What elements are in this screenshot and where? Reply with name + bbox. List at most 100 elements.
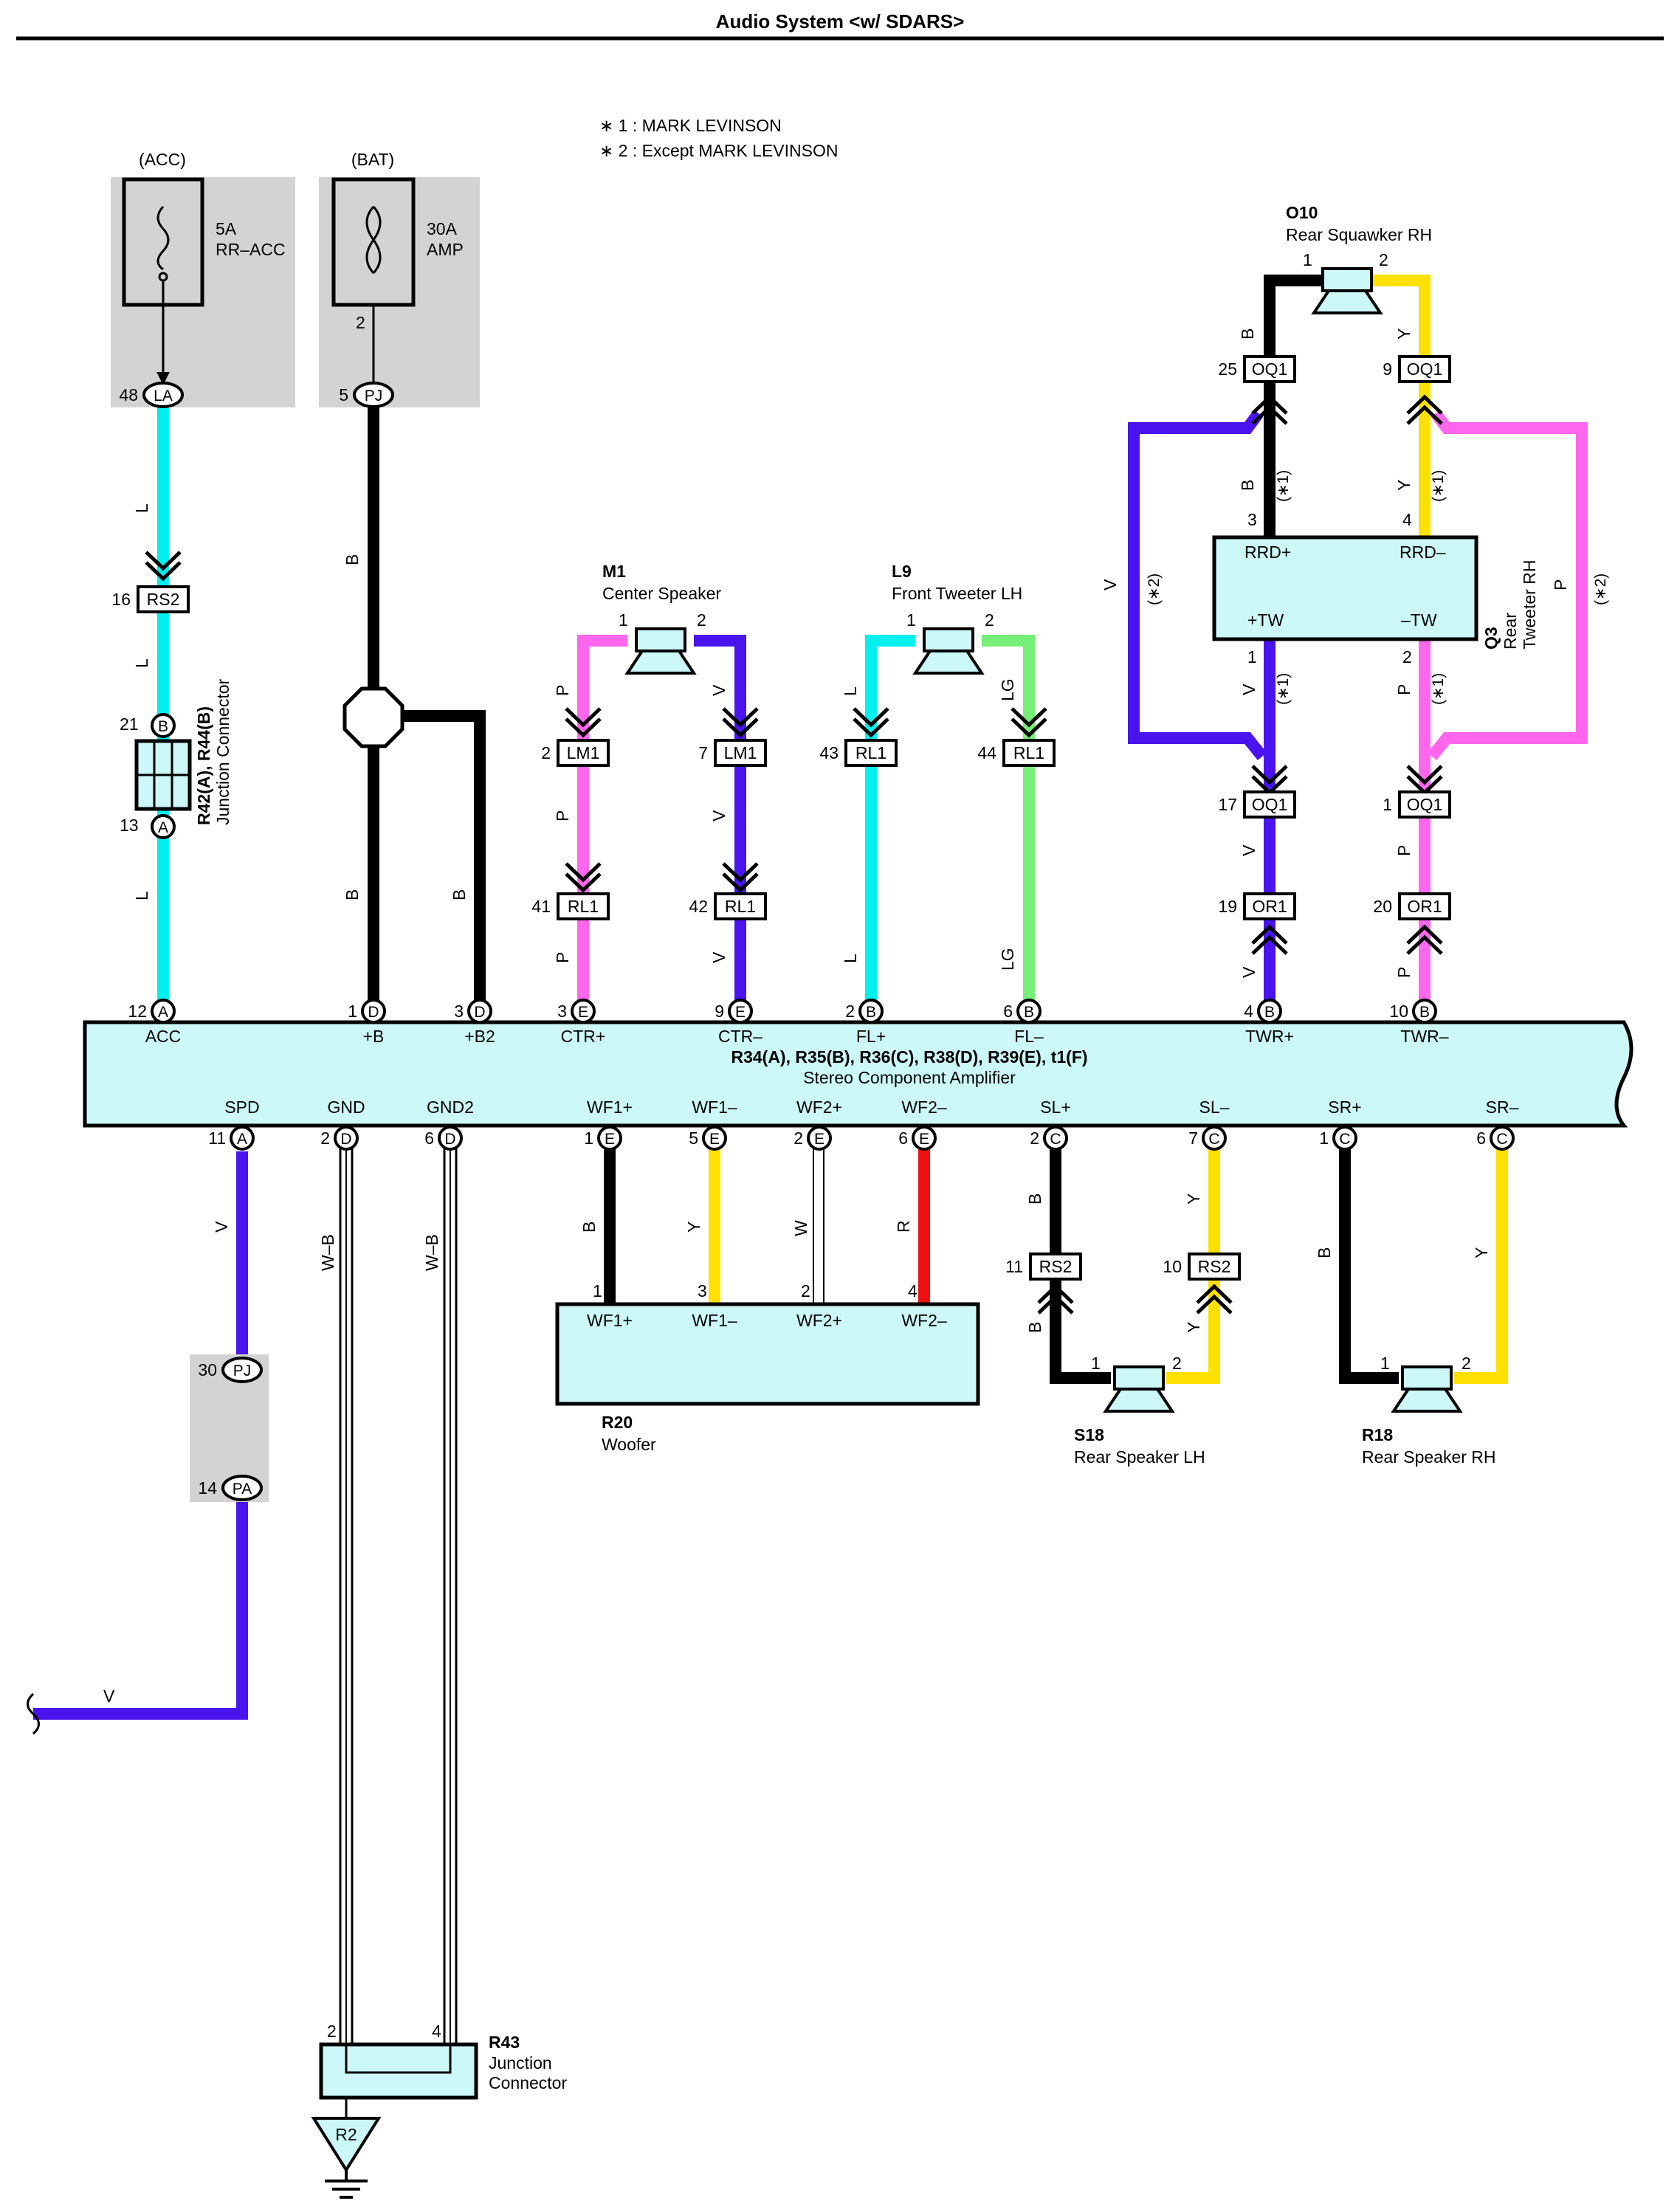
r20-id: R20 — [602, 1413, 633, 1432]
connector-name: LM1 — [567, 743, 600, 762]
s18-pin1: 1 — [1091, 1354, 1101, 1373]
r42-name: Junction Connector — [213, 678, 233, 825]
terminal-connector-letter: B — [866, 1004, 876, 1021]
connector-or1-1: OR1 19 — [1218, 892, 1296, 920]
s18-name: Rear Speaker LH — [1074, 1447, 1205, 1467]
svg-text:L: L — [132, 891, 151, 900]
connector-name: RL1 — [1013, 743, 1044, 762]
connector-pin: 44 — [977, 743, 996, 762]
amplifier-name: Stereo Component Amplifier — [803, 1068, 1016, 1087]
terminal-pin-number: 4 — [1244, 1002, 1253, 1021]
bat-fuse-pin-top: 2 — [356, 313, 365, 332]
q3-id: Q3 — [1481, 627, 1501, 650]
connector-code: LA — [154, 387, 173, 404]
connector-pin: 20 — [1373, 897, 1392, 916]
amplifier-id: R34(A), R35(B), R36(C), R38(D), R39(E), … — [731, 1047, 1087, 1067]
terminal-connector-letter: E — [709, 1131, 720, 1148]
svg-text:B: B — [1315, 1247, 1334, 1258]
terminal-connector-letter: E — [605, 1131, 615, 1148]
o10-pin2: 2 — [1379, 250, 1388, 269]
r20-pin-1: 1 — [593, 1281, 602, 1300]
svg-text:P: P — [1394, 684, 1414, 695]
wire-fl-l — [865, 635, 915, 1007]
terminal-pin-number: 3 — [454, 1002, 464, 1021]
r18-id: R18 — [1362, 1425, 1393, 1444]
r42-id: R42(A), R44(B) — [194, 706, 213, 825]
bat-fuse-icon — [365, 205, 382, 275]
bat-fuse-name: AMP — [427, 240, 464, 259]
connector-pin: 10 — [1163, 1257, 1182, 1276]
svg-text:V: V — [103, 1686, 115, 1706]
svg-text:B: B — [450, 889, 469, 900]
connector-pin: 5 — [339, 385, 348, 404]
q3-pin-twp: 1 — [1247, 647, 1257, 666]
connector-pin: 17 — [1218, 795, 1237, 814]
q3-rrdp: RRD+ — [1244, 542, 1291, 562]
connector-name: OQ1 — [1407, 795, 1443, 814]
terminal-pin-number: 6 — [898, 1129, 908, 1148]
r42-top-terminal: B — [151, 713, 176, 738]
wire-sl-b — [1050, 1148, 1111, 1384]
terminal-label: +B — [363, 1027, 385, 1046]
svg-text:B: B — [1238, 328, 1257, 340]
r43-box — [319, 2042, 478, 2100]
svg-text:L: L — [132, 658, 151, 668]
terminal-connector-letter: A — [237, 1131, 247, 1148]
connector-pin: 14 — [198, 1478, 217, 1498]
svg-text:(∗1): (∗1) — [1275, 470, 1292, 502]
terminal-label: TWR+ — [1245, 1027, 1294, 1046]
speaker-icon — [1391, 1365, 1463, 1413]
terminal-label: SL– — [1199, 1098, 1230, 1117]
terminal-connector-letter: C — [1339, 1131, 1350, 1148]
svg-text:B: B — [342, 554, 362, 565]
r20-pin-2: 3 — [698, 1281, 707, 1300]
r18-pin1: 1 — [1380, 1354, 1390, 1373]
svg-text:(∗1): (∗1) — [1275, 673, 1292, 705]
speaker-icon — [1311, 267, 1383, 314]
r43-name2: Connector — [489, 2073, 567, 2092]
svg-text:Y: Y — [1184, 1322, 1203, 1333]
q3-rrdm: RRD– — [1400, 542, 1446, 562]
r20-box — [555, 1302, 980, 1406]
svg-text:B: B — [1025, 1322, 1044, 1333]
connector-name: OQ1 — [1407, 359, 1443, 379]
terminal-pin-number: 2 — [320, 1129, 330, 1148]
terminal-connector-letter: A — [158, 1004, 168, 1021]
wire-wf2p-w — [813, 1148, 824, 1304]
terminal-label: SR– — [1486, 1098, 1519, 1117]
terminal-label: ACC — [145, 1027, 182, 1046]
m1-pin2: 2 — [697, 610, 706, 630]
r43-bridge — [345, 2044, 452, 2074]
r42-bottom-terminal: A — [151, 814, 176, 839]
splice-junction — [342, 686, 404, 748]
terminal-label: SL+ — [1040, 1098, 1071, 1117]
q3-pin-rrdm: 4 — [1402, 510, 1412, 529]
connector-pin: 19 — [1218, 897, 1237, 916]
connector-name: OR1 — [1252, 897, 1287, 916]
svg-text:V: V — [1239, 683, 1259, 695]
wire-sr-y — [1454, 1148, 1508, 1384]
svg-text:(∗2): (∗2) — [1592, 573, 1609, 605]
wire-ctr-p — [577, 635, 627, 1007]
svg-text:L: L — [132, 503, 151, 513]
terminal-label: WF1– — [692, 1098, 737, 1117]
svg-text:V: V — [1239, 966, 1259, 978]
terminal-pin-number: 9 — [715, 1002, 724, 1021]
wire-gnd2-wb — [443, 1148, 458, 2059]
terminal-label: +B2 — [464, 1027, 495, 1046]
bat-source-label: (BAT) — [351, 150, 394, 169]
